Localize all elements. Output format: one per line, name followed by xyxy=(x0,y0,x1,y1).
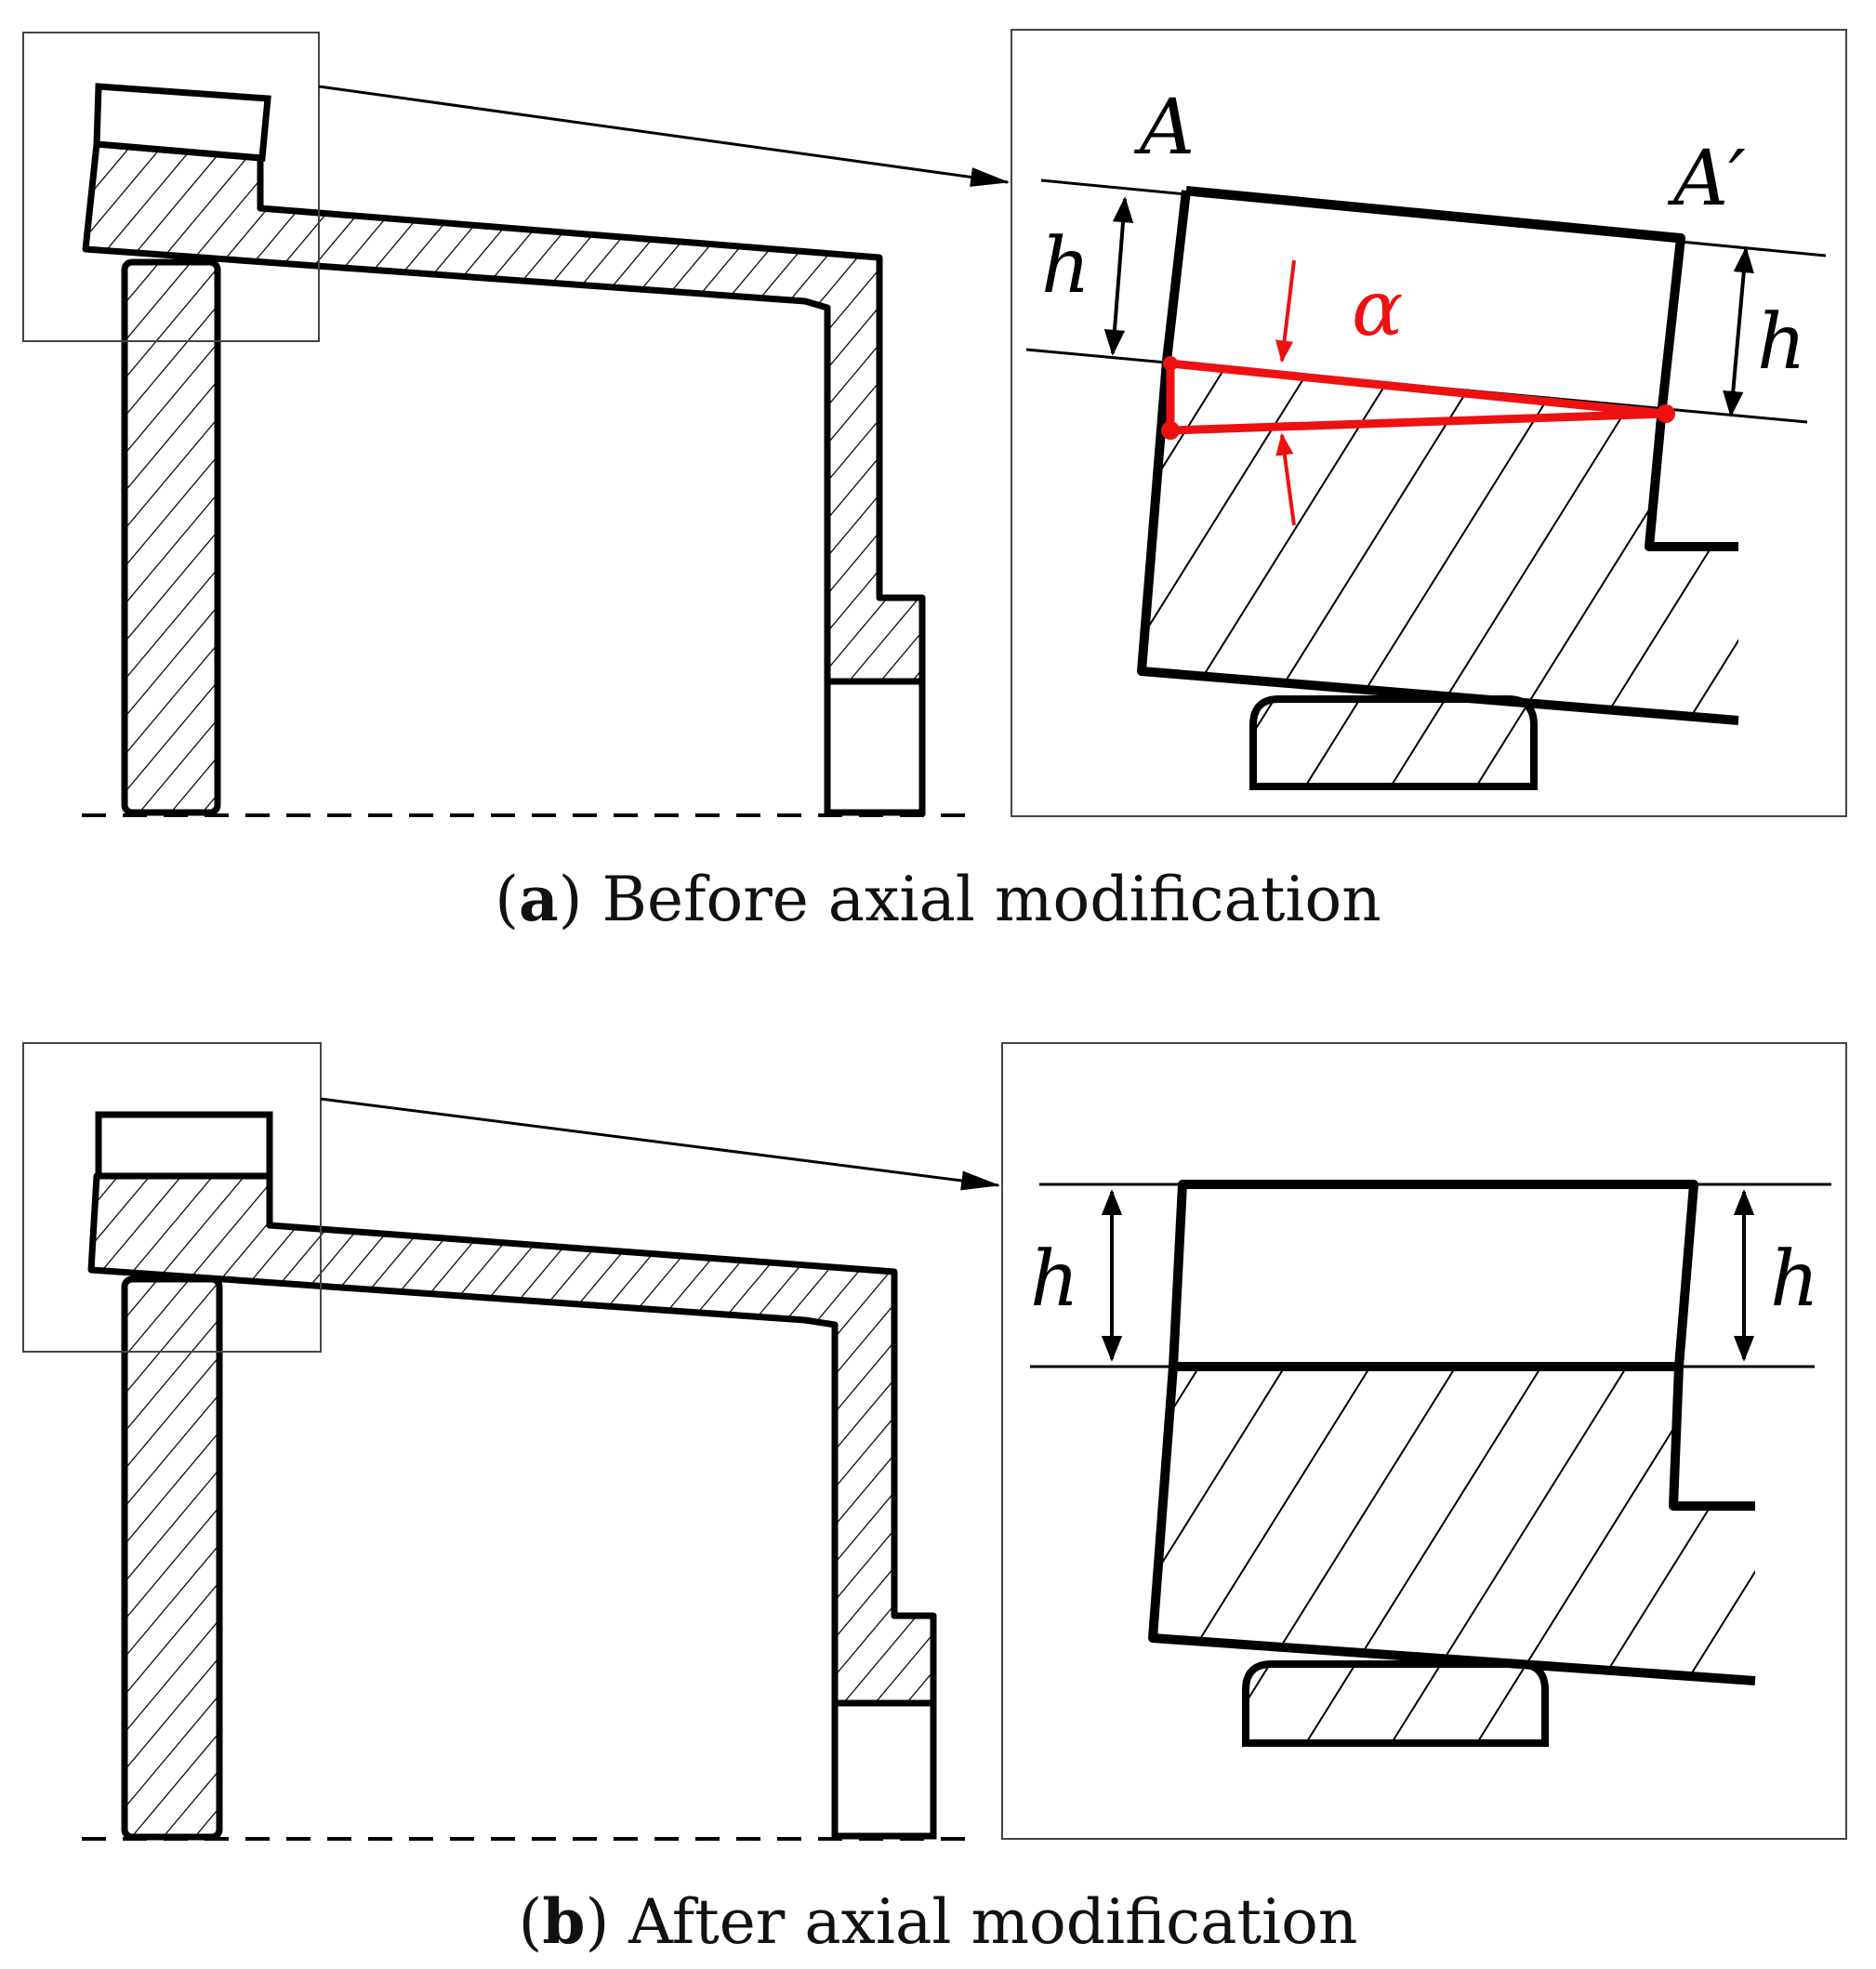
label-point-a-prime: A′ xyxy=(1667,135,1746,223)
inset-hatched-body xyxy=(1153,1367,1755,1681)
panel-a: A A′ h h α (a) Before axial modification xyxy=(22,29,1847,935)
dimension-left xyxy=(1103,196,1134,356)
label-height-right: h xyxy=(1757,298,1806,387)
sloped-beam xyxy=(87,1172,937,1707)
label-height-right: h xyxy=(1770,1236,1819,1324)
leader-arrow xyxy=(318,85,1011,187)
inset-top-block xyxy=(1162,186,1685,408)
caption-b-letter: b xyxy=(542,1885,585,1958)
caption-a-text: Before axial modification xyxy=(601,864,1381,935)
top-block xyxy=(95,1111,273,1180)
label-height-left: h xyxy=(1030,1236,1079,1324)
ref-line-top xyxy=(1040,178,1827,258)
leader-arrow xyxy=(320,1097,1001,1191)
panel-b: h h (b) After axial modification xyxy=(22,1042,1847,1958)
caption-a-letter: a xyxy=(519,863,559,935)
label-height-left: h xyxy=(1041,222,1090,311)
top-block xyxy=(93,83,271,162)
left-support xyxy=(121,1275,223,1841)
bottom-right-block xyxy=(824,678,926,816)
angle-arrow-top xyxy=(1275,259,1296,363)
inset-body-outline xyxy=(1148,1366,1756,1685)
taper-triangle xyxy=(1166,359,1671,435)
sloped-beam xyxy=(82,140,926,685)
caption-b-text: After axial modification xyxy=(628,1886,1357,1958)
inset-step-outline xyxy=(1669,1366,1755,1511)
label-point-a: A xyxy=(1133,84,1195,172)
detail-inset: A A′ h h α xyxy=(1011,29,1847,817)
zoom-frame xyxy=(22,32,320,342)
inset-top-block xyxy=(1169,1180,1698,1371)
detail-inset: h h xyxy=(1001,1042,1847,1840)
zoom-frame xyxy=(22,1042,322,1353)
inset-step-outline xyxy=(1645,406,1738,551)
caption-b: (b) After axial modification xyxy=(519,1885,1358,1958)
roller-shape xyxy=(1242,1660,1549,1747)
taper-point-right xyxy=(1657,404,1675,423)
caption-a: (a) Before axial modification xyxy=(495,863,1381,935)
bottom-right-block xyxy=(831,1699,937,1840)
label-angle-alpha: α xyxy=(1352,265,1403,353)
roller-shape xyxy=(1249,695,1538,790)
taper-point-top xyxy=(1163,356,1178,371)
inset-body-outline xyxy=(1137,360,1739,725)
taper-point-bottom xyxy=(1161,421,1180,440)
left-support xyxy=(121,258,221,816)
angle-arrow-bottom xyxy=(1275,432,1296,526)
dimension-right xyxy=(1723,246,1754,417)
